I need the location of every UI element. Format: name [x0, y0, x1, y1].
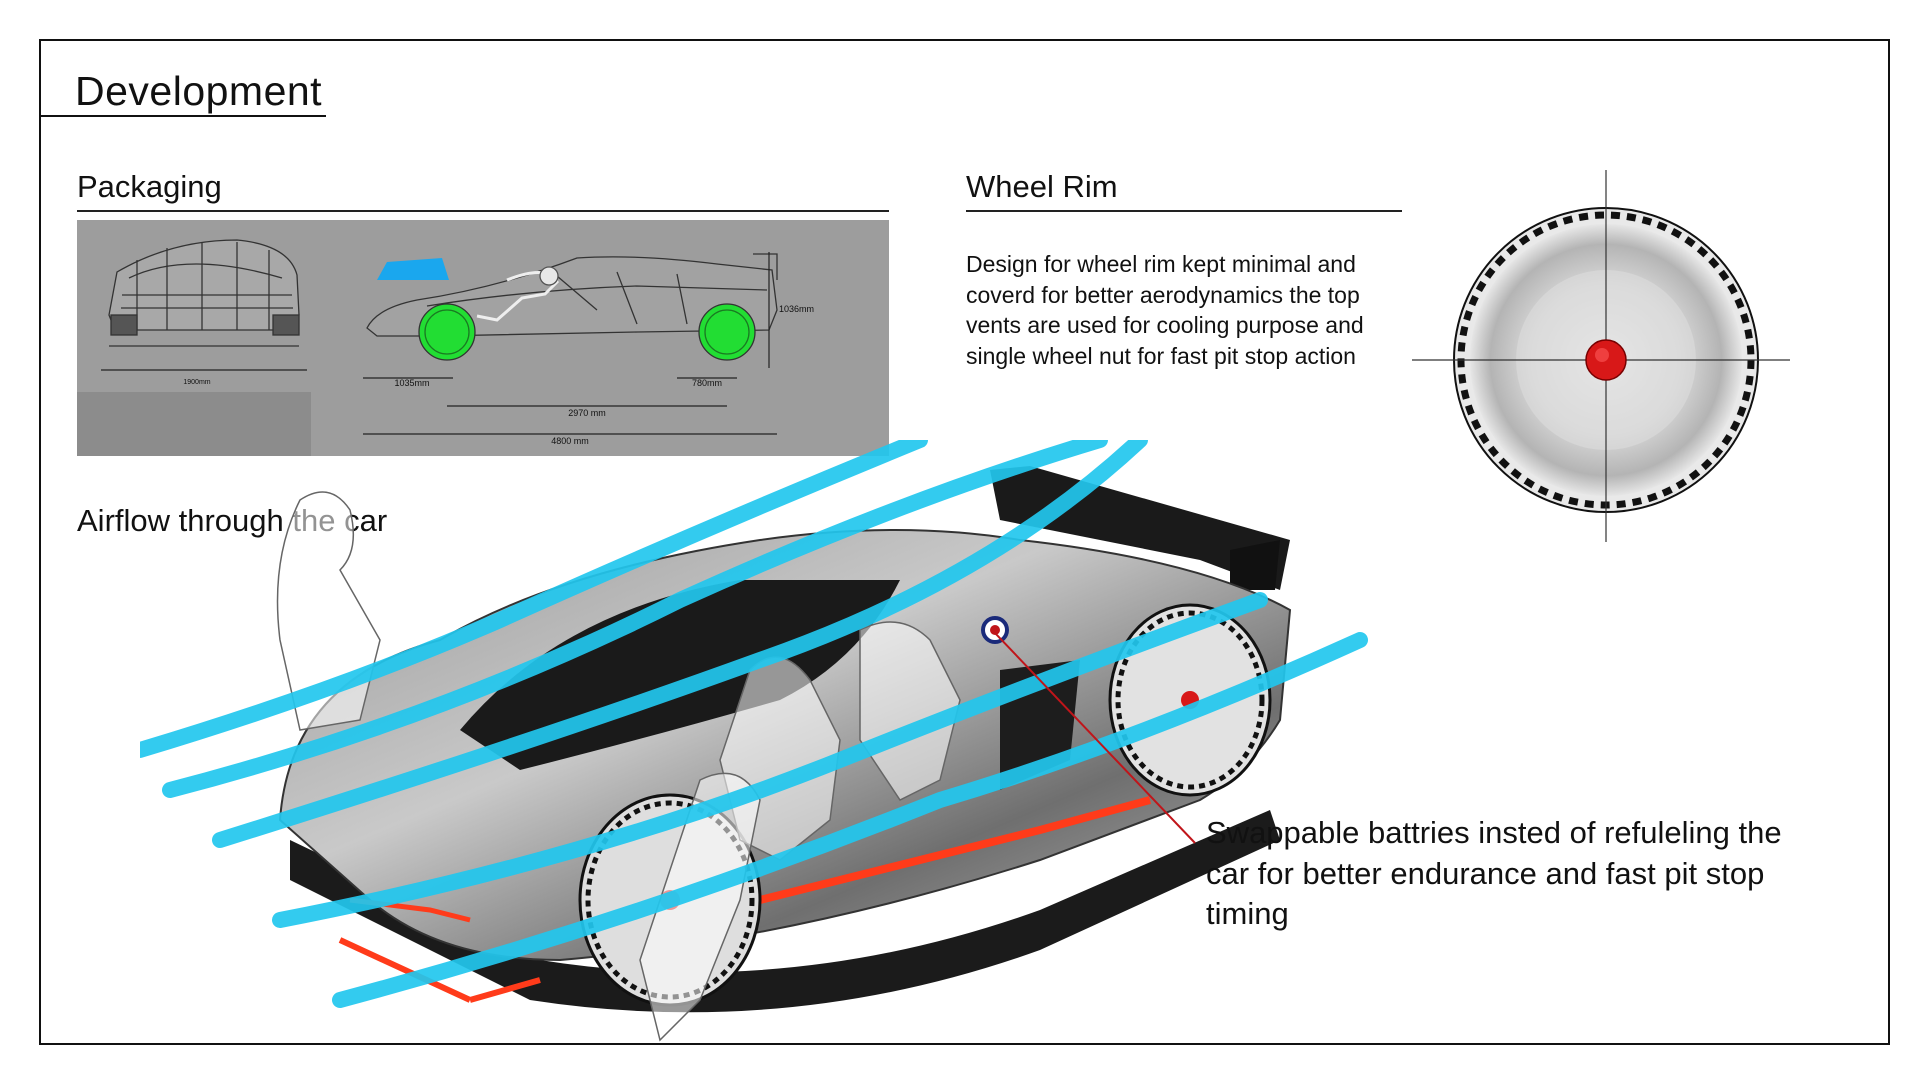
rear-wheel-highlight: [698, 303, 756, 361]
packaging-drawing: 1900mm 1036mm 1035mm 780mm 2970 mm 4800 …: [77, 220, 889, 456]
driver-sightline: [377, 258, 449, 280]
pit-crew-sketch: [276, 491, 961, 1042]
side-view-car: [366, 253, 778, 361]
car-underbody: [290, 810, 1280, 1013]
blueprint-shadow-panel: [77, 392, 311, 456]
wheel-rim-svg: [1412, 170, 1790, 542]
dim-front-width: 1900mm: [183, 379, 210, 386]
airflow-stream-3: [212, 432, 1148, 848]
title-underline: [39, 115, 326, 117]
wheel-rim-drawing: [1412, 170, 1792, 550]
wing-endplate: [1230, 540, 1280, 590]
battery-port-center: [990, 625, 1000, 635]
packaging-blueprint: 1900mm 1036mm 1035mm 780mm 2970 mm 4800 …: [77, 220, 889, 456]
wheel-rim-underline: [966, 210, 1402, 212]
dim-wheelbase: 2970 mm: [568, 408, 606, 418]
wheel-rim-heading: Wheel Rim: [966, 169, 1118, 204]
airflow-stream-1: [132, 432, 928, 758]
wheel-rim-description: Design for wheel rim kept minimal and co…: [966, 251, 1364, 369]
dim-height: 1036mm: [779, 304, 814, 314]
car-airflow-illustration: [132, 432, 1420, 1050]
airflow-stream-2: [162, 432, 1108, 798]
car-svg: [132, 432, 1368, 1042]
battery-callout-text: Swappable battries insted of refuleling …: [1206, 815, 1782, 931]
dim-length: 4800 mm: [551, 436, 589, 446]
front-view-car: [108, 239, 300, 347]
airflow-stream-5: [332, 632, 1368, 1008]
page-title: Development: [75, 68, 323, 114]
front-splitter-accent: [338, 937, 541, 1003]
slide-frame: [39, 39, 1890, 1045]
dim-front-overhang: 1035mm: [394, 378, 429, 388]
dimension-lines: [101, 252, 777, 435]
packaging-underline: [77, 210, 889, 212]
packaging-heading: Packaging: [77, 169, 222, 204]
airflow-streams: [132, 432, 1368, 1008]
dim-rear-overhang: 780mm: [692, 378, 722, 388]
front-wheel-highlight: [418, 303, 476, 361]
